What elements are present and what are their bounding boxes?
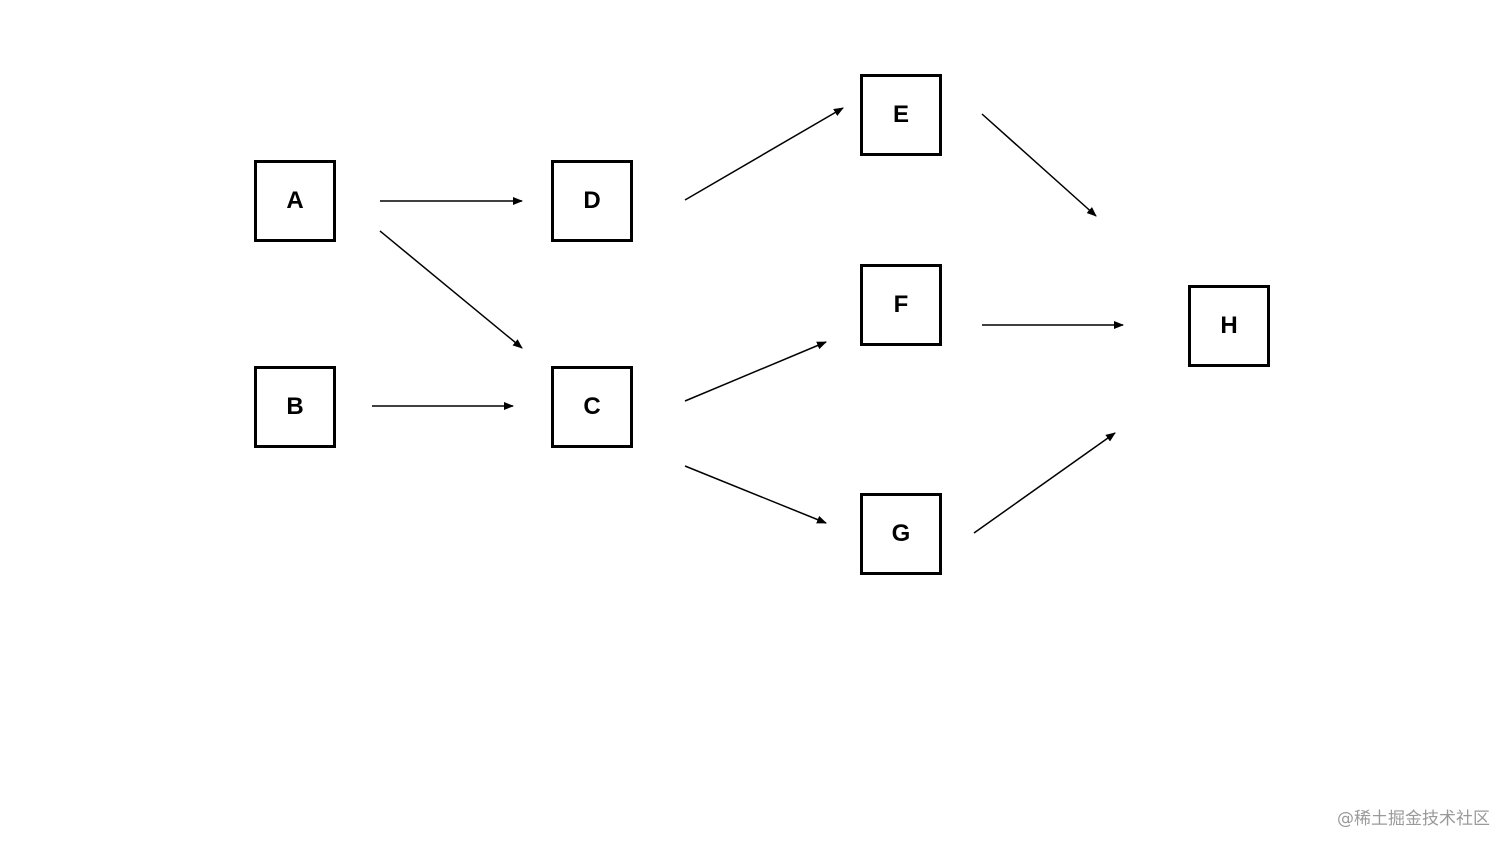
edge-a-c xyxy=(379,230,523,349)
node-a: A xyxy=(254,160,336,242)
node-f: F xyxy=(860,264,942,346)
node-e-label: E xyxy=(892,101,909,128)
node-b: B xyxy=(254,366,336,448)
node-a-label: A xyxy=(286,187,304,214)
node-f-label: F xyxy=(893,291,909,318)
edge-c-f xyxy=(684,341,827,402)
node-h-label: H xyxy=(1220,312,1238,339)
edge-g-h xyxy=(973,432,1116,534)
node-b-label: B xyxy=(286,393,304,420)
node-g: G xyxy=(860,493,942,575)
edge-d-e xyxy=(684,107,844,201)
node-d: D xyxy=(551,160,633,242)
node-h: H xyxy=(1188,285,1270,367)
node-c: C xyxy=(551,366,633,448)
watermark-text: @稀土掘金技术社区 xyxy=(1337,809,1490,829)
node-g-label: G xyxy=(891,520,911,547)
edge-c-g xyxy=(684,465,827,524)
edge-e-h xyxy=(981,113,1097,217)
node-d-label: D xyxy=(583,187,601,214)
node-e: E xyxy=(860,74,942,156)
node-c-label: C xyxy=(583,393,601,420)
